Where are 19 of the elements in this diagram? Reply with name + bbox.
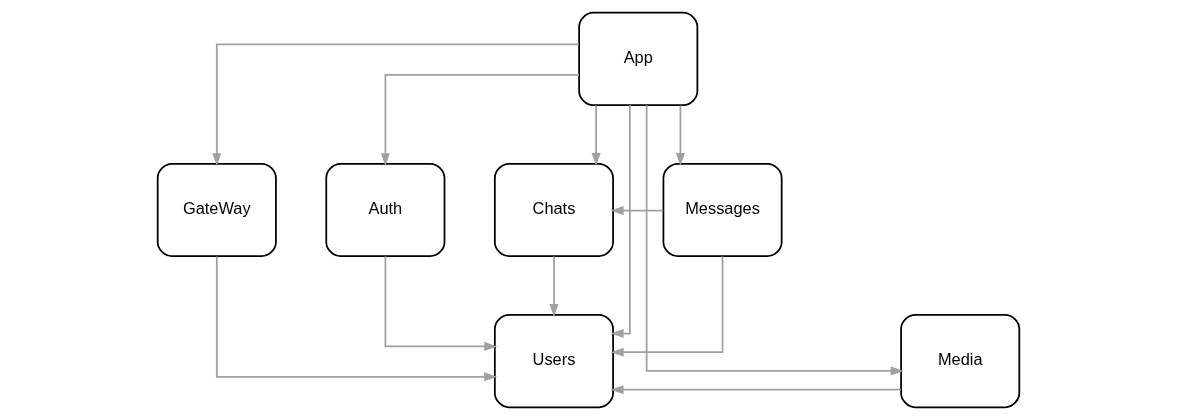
node-box: App: [578, 11, 699, 107]
node-box: Media: [900, 313, 1021, 409]
arrow: [215, 255, 498, 382]
node-box: Chats: [493, 162, 614, 258]
arrow: [591, 104, 601, 166]
arrow: [610, 206, 664, 216]
arrow: [380, 73, 580, 167]
arrow: [645, 104, 904, 376]
node-box: Users: [493, 313, 614, 409]
node-box: Messages: [662, 162, 783, 258]
arrow: [610, 385, 902, 395]
node-box: GateWay: [156, 162, 277, 258]
arrow: [675, 104, 685, 166]
arrow: [384, 255, 498, 351]
node-box: Auth: [325, 162, 446, 258]
arrow: [610, 104, 631, 339]
arrow: [549, 255, 559, 318]
arrow: [212, 43, 580, 167]
arrow: [610, 255, 724, 357]
